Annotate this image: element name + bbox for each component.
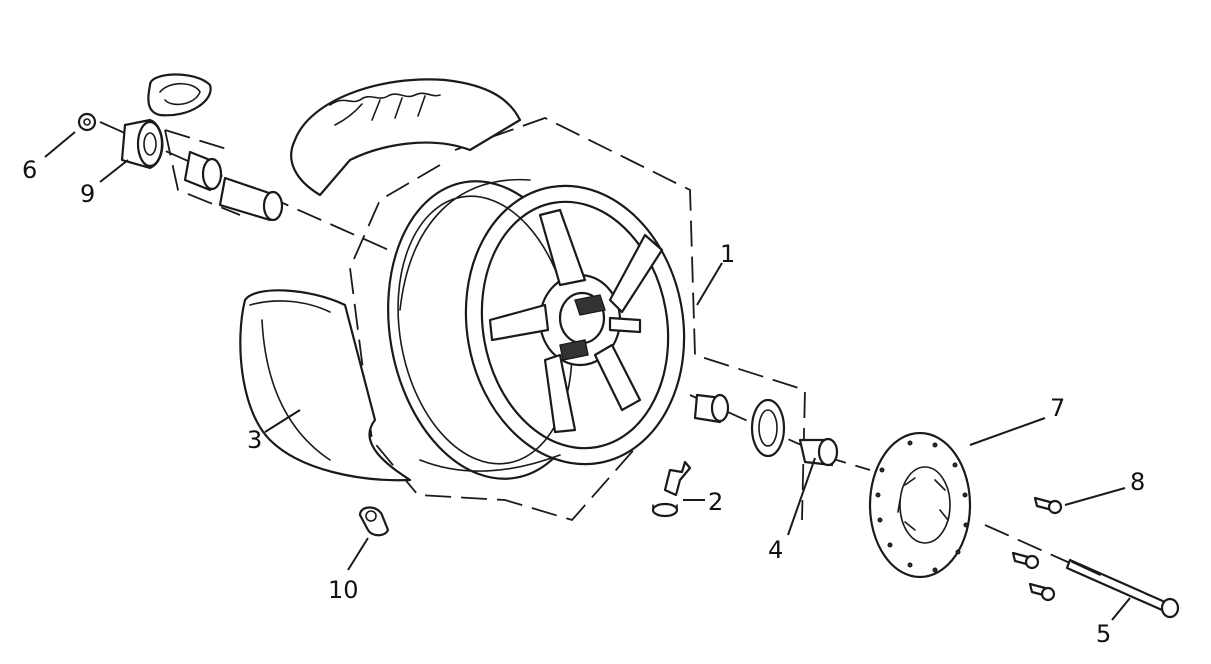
oil-seal: [750, 398, 786, 458]
tire-valve: [651, 460, 692, 518]
callout-10: 10: [328, 576, 359, 604]
leader-lines: [44, 131, 1131, 621]
callout-labels: 1 2 3 4 5 6 7 8 9 10: [22, 156, 1145, 648]
disc-bolts: [1011, 496, 1063, 602]
callout-1: 1: [720, 240, 735, 268]
axle-nut: [77, 112, 97, 132]
callout-7: 7: [1050, 394, 1065, 422]
callout-8: 8: [1130, 468, 1145, 496]
axle-bolt: [1065, 558, 1180, 619]
left-bearing: [183, 150, 223, 192]
tire-lower: [239, 289, 412, 482]
brake-disc: [868, 431, 972, 579]
callout-4: 4: [768, 536, 783, 564]
callout-5: 5: [1096, 620, 1111, 648]
right-bearing: [693, 393, 730, 424]
callout-3: 3: [247, 426, 262, 454]
collar-spacer: [218, 176, 284, 222]
valve-clip: [358, 506, 390, 537]
callout-6: 6: [22, 156, 37, 184]
speedometer-gear-housing: [120, 73, 212, 170]
wheel-rim: [387, 178, 686, 480]
callout-2: 2: [708, 488, 723, 516]
side-collar: [798, 437, 839, 467]
callout-9: 9: [80, 180, 95, 208]
inner-tube-upper: [290, 78, 522, 197]
